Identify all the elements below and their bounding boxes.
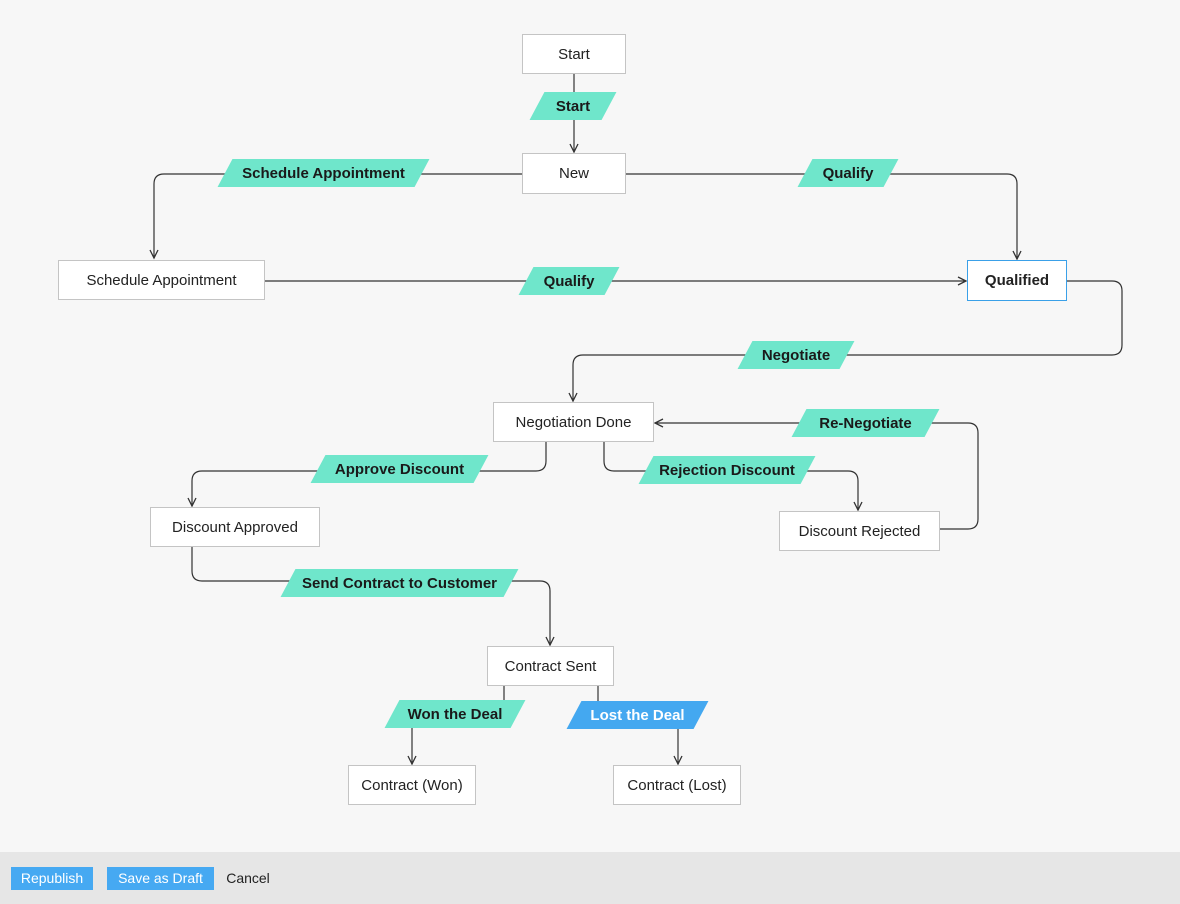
state-label: Qualified xyxy=(984,272,1050,289)
state-label: Contract (Lost) xyxy=(627,776,727,794)
state-label: Contract (Won) xyxy=(361,776,463,794)
transition-negotiate[interactable]: Negotiate xyxy=(737,341,855,369)
transition-approve-discount[interactable]: Approve Discount xyxy=(310,455,489,483)
save-as-draft-button[interactable]: Save as Draft xyxy=(107,866,214,890)
state-schedule-appointment[interactable]: Schedule Appointment xyxy=(58,260,265,300)
transition-rejection-discount[interactable]: Rejection Discount xyxy=(638,456,816,484)
state-negotiation-done[interactable]: Negotiation Done xyxy=(493,402,654,442)
state-contract-lost[interactable]: Contract (Lost) xyxy=(613,765,741,805)
state-contract-won[interactable]: Contract (Won) xyxy=(348,765,476,805)
transition-start[interactable]: Start xyxy=(529,92,617,120)
transition-lost-the-deal[interactable]: Lost the Deal xyxy=(566,701,709,729)
transition-label: Approve Discount xyxy=(334,460,465,478)
cancel-button[interactable]: Cancel xyxy=(226,867,270,890)
transition-schedule-appointment[interactable]: Schedule Appointment xyxy=(217,159,430,187)
transition-label: Lost the Deal xyxy=(590,706,685,724)
state-qualified[interactable]: Qualified xyxy=(967,260,1067,301)
transition-label: Won the Deal xyxy=(407,705,503,723)
action-bar: Republish Save as Draft Cancel xyxy=(0,852,1180,904)
state-label: Start xyxy=(558,45,590,63)
state-label: Contract Sent xyxy=(504,657,597,675)
state-new[interactable]: New xyxy=(522,153,626,194)
transition-label: Send Contract to Customer xyxy=(301,574,497,592)
blueprint-canvas: Start New Schedule Appointment Qualified… xyxy=(58,34,1123,805)
state-label: Discount Approved xyxy=(172,518,298,536)
transition-label: Schedule Appointment xyxy=(242,164,405,182)
state-label: New xyxy=(558,165,589,182)
transition-qualify-from-schedule[interactable]: Qualify xyxy=(518,267,620,295)
state-label: Schedule Appointment xyxy=(86,271,237,289)
transition-label: Rejection Discount xyxy=(659,461,795,479)
transition-label: Start xyxy=(555,97,591,115)
state-label: Discount Rejected xyxy=(798,522,921,540)
transition-label: Qualify xyxy=(822,164,874,182)
transition-label: Re-Negotiate xyxy=(819,414,912,432)
republish-button[interactable]: Republish xyxy=(11,866,93,890)
transition-won-the-deal[interactable]: Won the Deal xyxy=(384,700,526,728)
transition-label: Negotiate xyxy=(761,346,831,364)
state-contract-sent[interactable]: Contract Sent xyxy=(487,646,614,686)
state-label: Negotiation Done xyxy=(515,413,632,431)
transition-send-contract[interactable]: Send Contract to Customer xyxy=(280,569,519,597)
state-start[interactable]: Start xyxy=(522,34,626,74)
transition-label: Qualify xyxy=(543,272,595,290)
transition-qualify-from-new[interactable]: Qualify xyxy=(797,159,899,187)
state-discount-rejected[interactable]: Discount Rejected xyxy=(779,511,940,551)
state-discount-approved[interactable]: Discount Approved xyxy=(150,507,320,547)
transition-re-negotiate[interactable]: Re-Negotiate xyxy=(791,409,940,437)
